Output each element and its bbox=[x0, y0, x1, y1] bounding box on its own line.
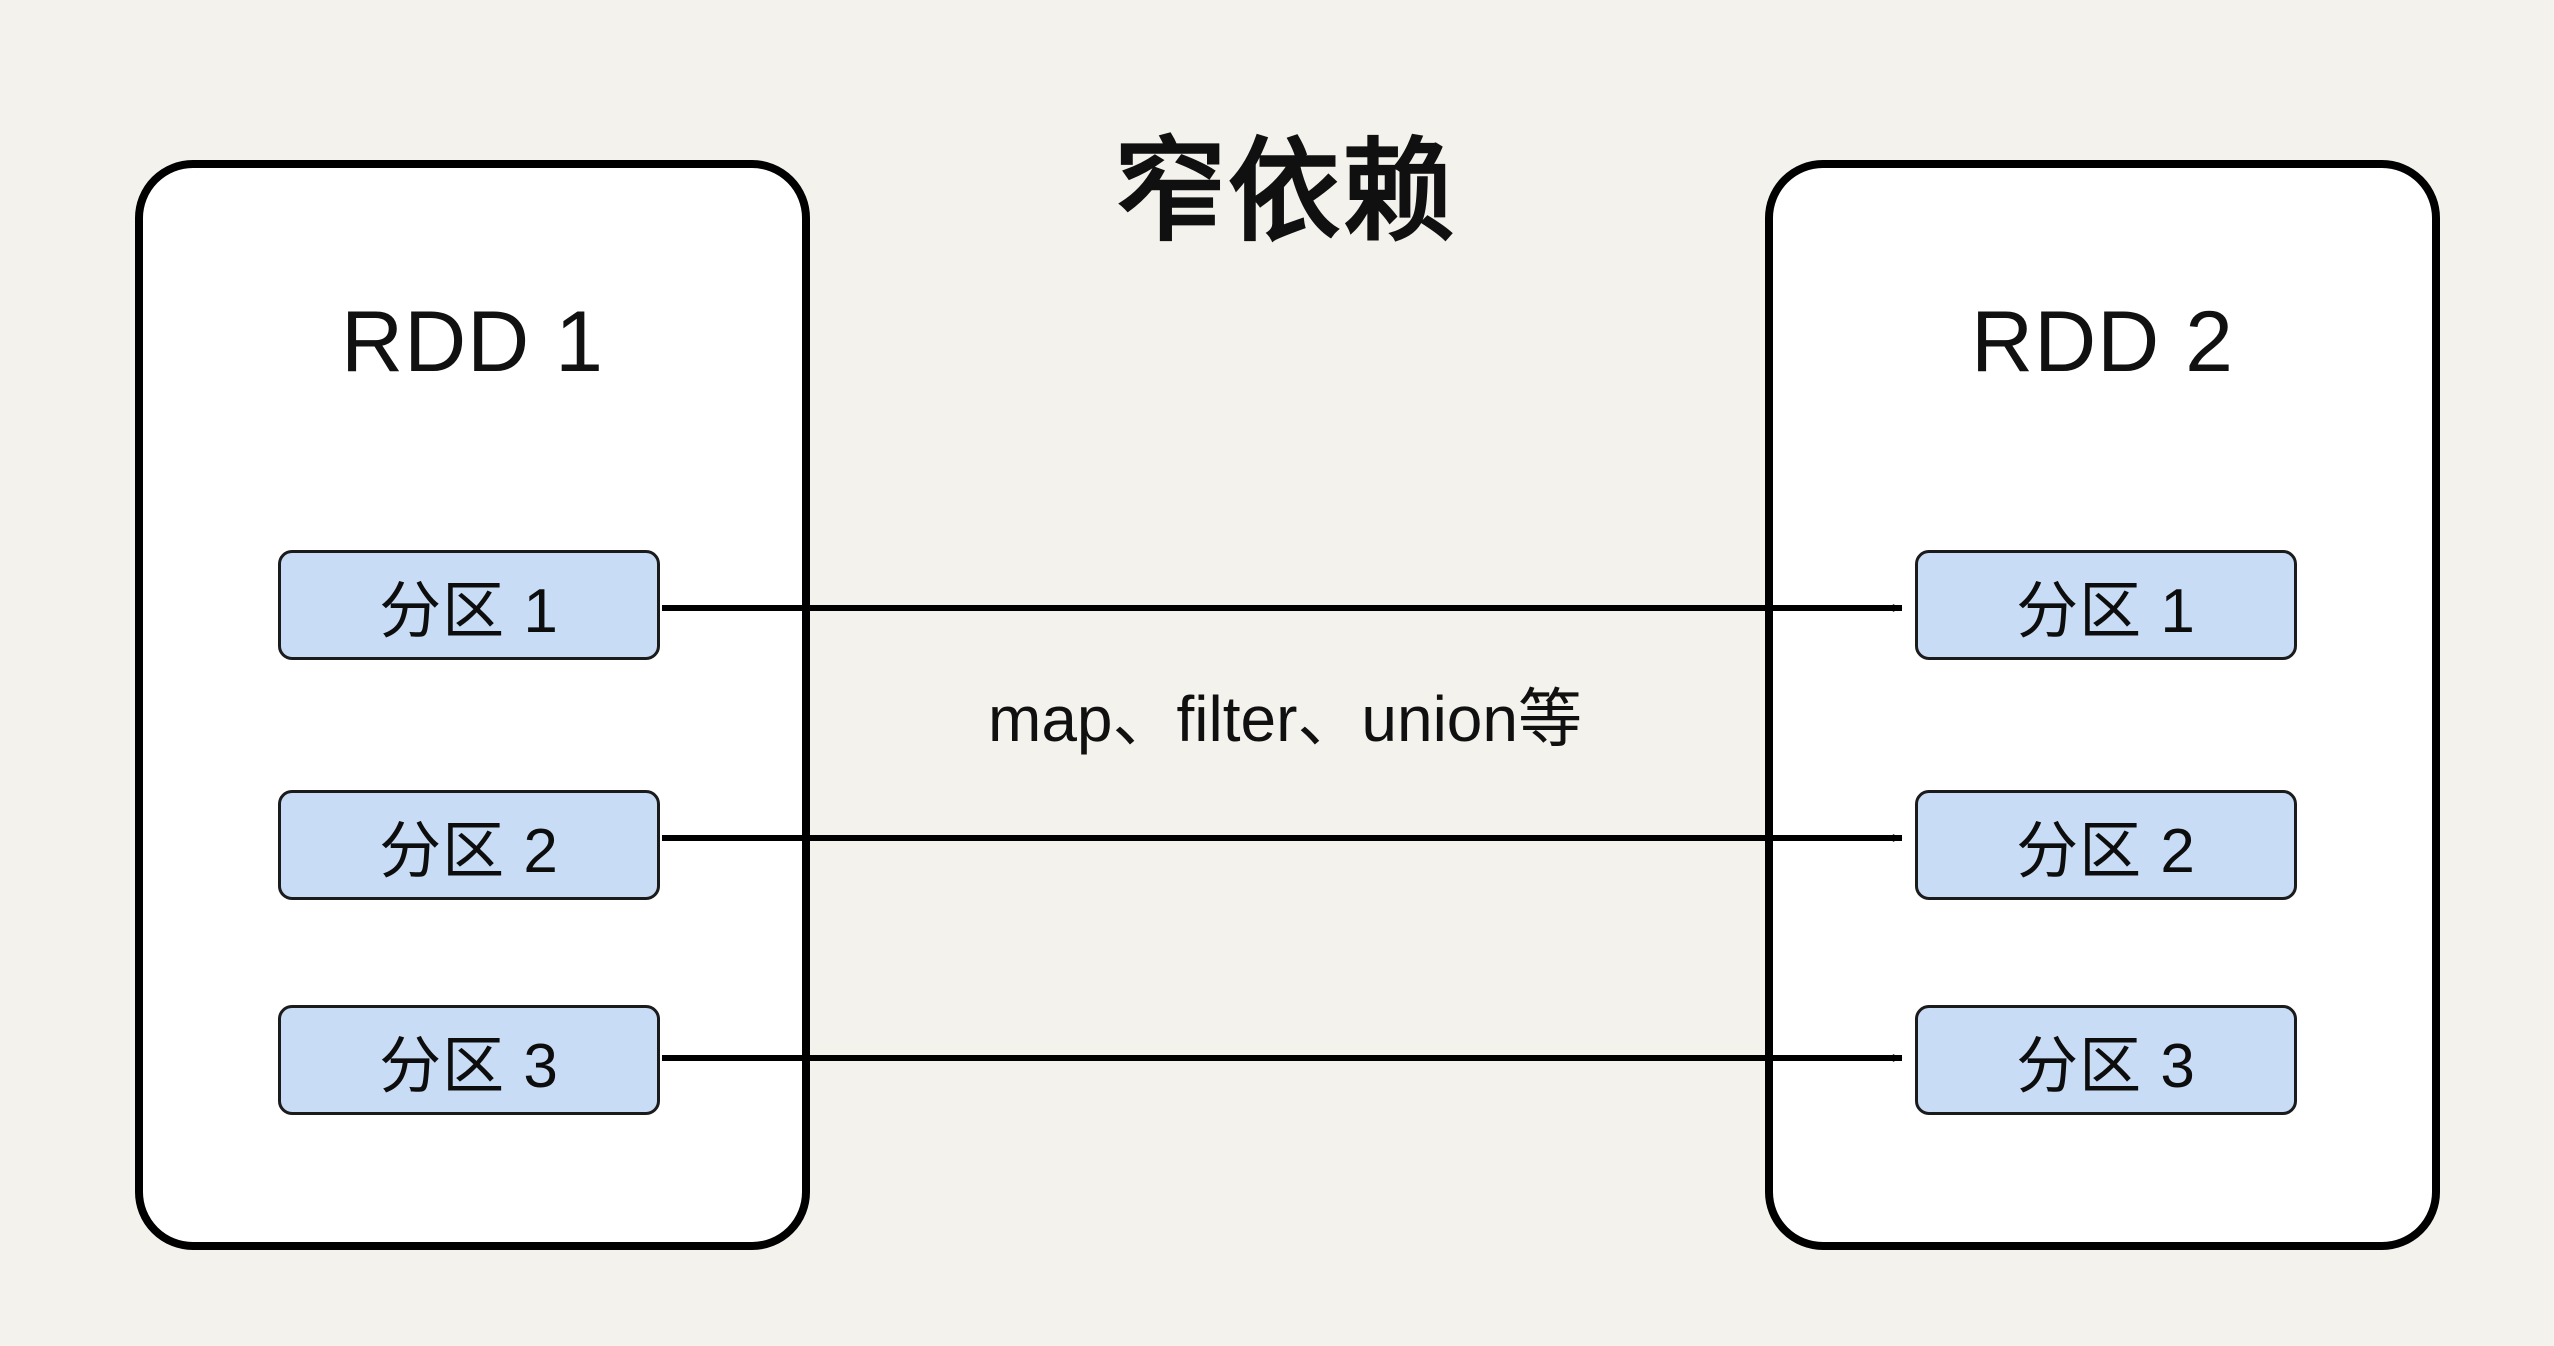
partition-right-1[interactable]: 分区 1 bbox=[1915, 550, 2297, 660]
partition-right-2[interactable]: 分区 2 bbox=[1915, 790, 2297, 900]
rdd-title-left: RDD 1 bbox=[340, 294, 605, 390]
partition-left-1[interactable]: 分区 1 bbox=[278, 550, 660, 660]
partition-left-3[interactable]: 分区 3 bbox=[278, 1005, 660, 1115]
partition-left-2[interactable]: 分区 2 bbox=[278, 790, 660, 900]
edge-label-transformations: map、filter、union等 bbox=[988, 683, 1582, 755]
diagram-title: 窄依赖 bbox=[1114, 129, 1456, 254]
rdd-title-right: RDD 2 bbox=[1970, 294, 2235, 390]
partition-right-3[interactable]: 分区 3 bbox=[1915, 1005, 2297, 1115]
